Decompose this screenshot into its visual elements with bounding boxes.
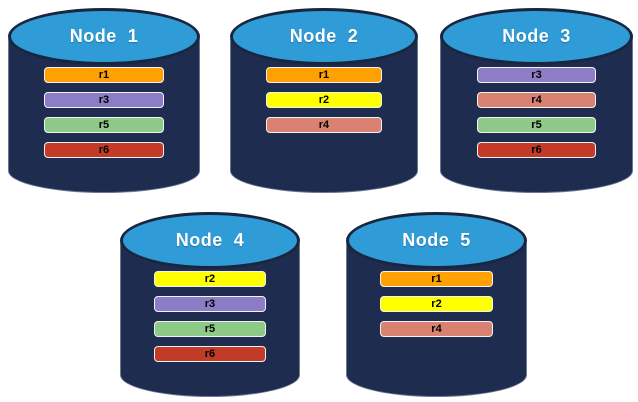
database-node-4: Node 4 r2 r3 r5 r6 bbox=[120, 212, 300, 397]
replica-bar-r1: r1 bbox=[265, 67, 383, 83]
replica-bar-r3: r3 bbox=[44, 92, 164, 108]
replica-list: r2 r3 r5 r6 bbox=[120, 271, 300, 362]
node-title: Node 5 bbox=[402, 230, 471, 250]
replica-bar-r6: r6 bbox=[44, 142, 164, 158]
replica-bar-r3: r3 bbox=[476, 67, 597, 83]
replica-bar-r5: r5 bbox=[476, 117, 597, 133]
node-title: Node 1 bbox=[69, 26, 139, 46]
replica-bar-r4: r4 bbox=[380, 321, 493, 337]
replica-bar-r5: r5 bbox=[44, 117, 164, 133]
replica-bar-r5: r5 bbox=[154, 321, 266, 337]
replica-bar-r2: r2 bbox=[265, 92, 383, 108]
replica-bar-r1: r1 bbox=[44, 67, 164, 83]
database-node-5: Node 5 r1 r2 r4 bbox=[346, 212, 527, 397]
database-node-3: Node 3 r3 r4 r5 r6 bbox=[440, 8, 633, 193]
replica-list: r1 r3 r5 r6 bbox=[8, 67, 200, 158]
cylinder-top: Node 3 bbox=[440, 8, 633, 65]
cylinder-top: Node 5 bbox=[346, 212, 527, 269]
cylinder-top: Node 4 bbox=[120, 212, 300, 269]
node-title: Node 4 bbox=[175, 230, 245, 250]
replica-bar-r1: r1 bbox=[380, 271, 493, 287]
replica-bar-r2: r2 bbox=[380, 296, 493, 312]
replica-bar-r2: r2 bbox=[154, 271, 266, 287]
replica-bar-r3: r3 bbox=[154, 296, 266, 312]
replica-bar-r4: r4 bbox=[476, 92, 597, 108]
database-node-2: Node 2 r1 r2 r4 bbox=[230, 8, 418, 193]
replica-list: r3 r4 r5 r6 bbox=[440, 67, 633, 158]
node-title: Node 3 bbox=[502, 26, 571, 46]
cylinder-top: Node 2 bbox=[230, 8, 418, 65]
node-title: Node 2 bbox=[289, 26, 359, 46]
database-node-1: Node 1 r1 r3 r5 r6 bbox=[8, 8, 200, 193]
replica-bar-r6: r6 bbox=[154, 346, 266, 362]
replica-bar-r4: r4 bbox=[265, 117, 383, 133]
replica-list: r1 r2 r4 bbox=[230, 67, 418, 133]
cylinder-top: Node 1 bbox=[8, 8, 200, 65]
replica-bar-r6: r6 bbox=[476, 142, 597, 158]
replica-list: r1 r2 r4 bbox=[346, 271, 527, 337]
